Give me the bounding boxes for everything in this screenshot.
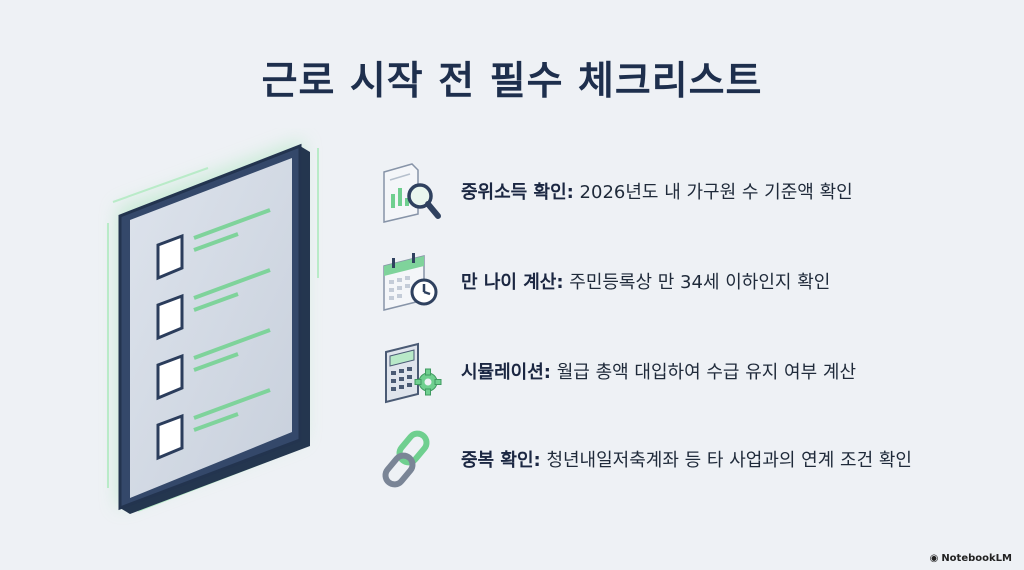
checkbox-row-4	[156, 388, 271, 461]
item-description: 주민등록상 만 34세 이하인지 확인	[563, 272, 831, 293]
brand-label: NotebookLM	[941, 553, 1012, 564]
item-heading: 시뮬레이션:	[461, 362, 551, 383]
checklist-illustration	[107, 140, 319, 514]
item-heading: 만 나이 계산:	[461, 272, 564, 293]
checkbox-row-2	[156, 268, 271, 341]
checklist-item-income: 중위소득 확인: 2026년도 내 가구원 수 기준액 확인	[378, 160, 1018, 226]
calculator-gear-icon	[385, 342, 442, 404]
item-description: 2026년도 내 가구원 수 기준액 확인	[573, 182, 853, 203]
checkbox-row-1	[156, 208, 271, 281]
item-description: 월급 총액 대입하여 수급 유지 여부 계산	[551, 362, 857, 383]
calendar-clock-icon	[383, 253, 438, 311]
item-description: 청년내일저축계좌 등 타 사업과의 연계 조건 확인	[540, 450, 912, 471]
item-heading: 중복 확인:	[461, 450, 541, 471]
document-magnifier-icon	[383, 163, 441, 223]
checklist-text: 만 나이 계산: 주민등록상 만 34세 이하인지 확인	[461, 268, 830, 294]
notebooklm-logo-icon: ◉	[929, 553, 939, 564]
checkbox-row-3	[156, 328, 271, 401]
checklist-text: 중위소득 확인: 2026년도 내 가구원 수 기준액 확인	[461, 178, 853, 204]
brand-watermark: ◉NotebookLM	[930, 553, 1012, 564]
checklist-text: 시뮬레이션: 월급 총액 대입하여 수급 유지 여부 계산	[461, 358, 856, 384]
slide-title: 근로 시작 전 필수 체크리스트	[261, 59, 763, 104]
chain-link-icon	[382, 430, 430, 488]
checklist-item-simulation: 시뮬레이션: 월급 총액 대입하여 수급 유지 여부 계산	[378, 340, 1018, 406]
checklist-item-age: 만 나이 계산: 주민등록상 만 34세 이하인지 확인	[378, 250, 1018, 316]
checklist-text: 중복 확인: 청년내일저축계좌 등 타 사업과의 연계 조건 확인	[461, 446, 912, 472]
checklist-item-duplicate: 중복 확인: 청년내일저축계좌 등 타 사업과의 연계 조건 확인	[378, 428, 1018, 494]
item-heading: 중위소득 확인:	[461, 182, 574, 203]
